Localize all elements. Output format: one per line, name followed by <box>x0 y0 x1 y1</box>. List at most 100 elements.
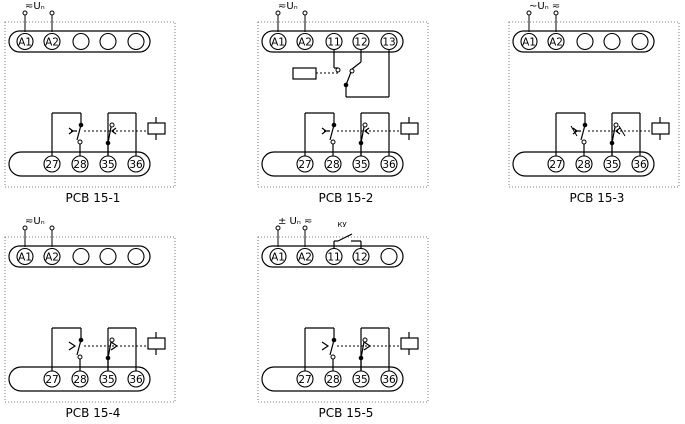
terminal-label: A1 <box>271 37 285 49</box>
terminal-circle <box>296 32 314 51</box>
top-terminal <box>99 247 117 266</box>
supply-point-a2 <box>553 10 559 16</box>
top-terminal <box>72 32 90 51</box>
terminal-label: 36 <box>129 374 143 386</box>
supply-point-a2 <box>49 10 55 16</box>
delay-mark <box>572 127 581 135</box>
contact-blade <box>107 341 112 359</box>
top-terminal-strip <box>261 30 404 53</box>
top-terminal <box>99 32 117 51</box>
top-terminal <box>127 32 145 51</box>
supply-voltage-label: ≂Uₙ <box>25 216 45 227</box>
top-terminal <box>576 32 594 51</box>
terminal-label: 35 <box>101 159 114 171</box>
terminal-label: 36 <box>382 374 396 386</box>
contact-blade <box>329 339 335 356</box>
supply-point-a1 <box>275 225 281 231</box>
top-terminal <box>631 32 649 51</box>
terminal-circle <box>631 32 649 51</box>
terminal-circle <box>99 32 117 51</box>
top-terminal: A2 <box>43 32 61 51</box>
top-terminal-strip <box>261 245 404 268</box>
contact-blade <box>611 126 616 144</box>
terminal-label: 28 <box>326 374 339 386</box>
bottom-terminal: 36 <box>380 370 398 388</box>
contact-point <box>77 139 83 145</box>
bottom-terminal: 28 <box>324 370 342 388</box>
bottom-terminal: 27 <box>43 155 61 173</box>
contact-point <box>109 337 115 343</box>
top-terminal: A1 <box>269 32 287 51</box>
device-enclosure <box>4 21 176 188</box>
terminal-label: 27 <box>45 159 58 171</box>
supply-point-a1 <box>22 10 28 16</box>
contact-point <box>362 337 368 343</box>
top-terminal: A2 <box>296 32 314 51</box>
device-enclosure <box>4 236 176 403</box>
delay-mark <box>68 127 77 135</box>
switch-blade <box>337 233 353 242</box>
terminal-circle <box>352 32 370 51</box>
terminal-label: A2 <box>549 37 563 49</box>
top-terminal: A1 <box>269 247 287 266</box>
terminal-label: 36 <box>382 159 396 171</box>
terminal-circle <box>127 32 145 51</box>
relay-coil <box>147 337 166 350</box>
supply-voltage-label: ≂Uₙ <box>278 1 298 12</box>
terminal-label: A2 <box>45 37 59 49</box>
contact-point <box>362 122 368 128</box>
top-terminal: 11 <box>325 32 343 51</box>
top-terminal: A2 <box>547 32 565 51</box>
switch-label: КУ <box>337 221 347 229</box>
contact-blade <box>76 339 82 356</box>
terminal-label: 35 <box>354 159 367 171</box>
contact-point <box>613 122 619 128</box>
device-enclosure <box>257 21 429 188</box>
top-terminal: 12 <box>352 247 370 266</box>
device-enclosure <box>257 236 429 403</box>
terminal-label: A1 <box>18 37 32 49</box>
contact-blade <box>329 124 335 141</box>
terminal-circle <box>72 247 90 266</box>
relay-coil <box>651 122 670 135</box>
terminal-label: 28 <box>326 159 339 171</box>
terminal-label: 11 <box>327 37 340 49</box>
terminal-label: 36 <box>129 159 143 171</box>
bottom-terminal: 27 <box>296 370 314 388</box>
terminal-label: 13 <box>382 37 395 49</box>
terminal-label: 27 <box>298 159 311 171</box>
terminal-circle <box>547 32 565 51</box>
aux-blade <box>345 71 352 86</box>
terminal-circle <box>16 32 34 51</box>
bottom-terminal: 28 <box>71 155 89 173</box>
supply-voltage-label: ~Uₙ ≂ <box>529 1 560 12</box>
terminal-circle <box>99 247 117 266</box>
diagram-caption: РСВ 15-3 <box>570 191 625 205</box>
top-terminal: A1 <box>16 247 34 266</box>
terminal-circle <box>296 247 314 266</box>
terminal-circle <box>380 32 398 51</box>
top-terminal <box>380 247 398 266</box>
terminal-label: 35 <box>354 374 367 386</box>
top-terminal <box>603 32 621 51</box>
diagram-caption: РСВ 15-1 <box>66 191 121 205</box>
terminal-label: A1 <box>271 252 285 264</box>
contact-blade <box>107 126 112 144</box>
terminal-label: A1 <box>18 252 32 264</box>
supply-point-a2 <box>49 225 55 231</box>
contact-point <box>330 139 336 145</box>
output-contacts <box>51 327 166 371</box>
terminal-circle <box>603 32 621 51</box>
top-terminal: A1 <box>16 32 34 51</box>
supply-voltage-label: ± Uₙ ≂ <box>278 216 312 227</box>
output-contacts <box>555 112 670 156</box>
bottom-terminal: 36 <box>127 370 145 388</box>
bottom-terminal: 36 <box>127 155 145 173</box>
auxiliary-relay <box>292 50 390 98</box>
terminal-circle <box>576 32 594 51</box>
contact-blade <box>76 124 82 141</box>
contact-blade <box>360 341 365 359</box>
terminal-label: A2 <box>298 37 312 49</box>
terminal-label: 12 <box>354 252 367 264</box>
